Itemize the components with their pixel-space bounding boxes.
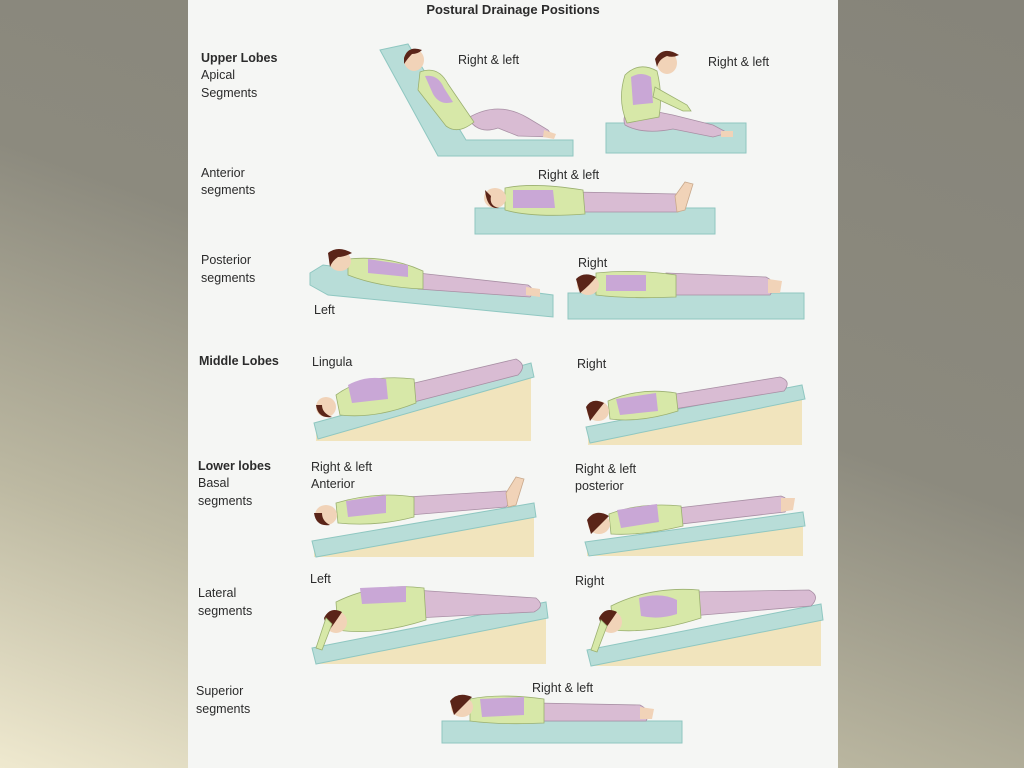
- anterior-supine-figure: [474, 181, 716, 235]
- page-title: Postural Drainage Positions: [426, 2, 600, 17]
- posterior-label-1: Posterior: [201, 253, 252, 267]
- superior-prone-figure: [441, 694, 683, 744]
- fig-basal-anterior-label-2: Anterior: [311, 477, 355, 491]
- lingula-figure: [313, 358, 535, 441]
- fig-apical-1-label: Right & left: [458, 53, 520, 67]
- apical-reclining-figure: [379, 43, 574, 157]
- fig-apical-2-label: Right & left: [708, 55, 770, 69]
- basal-label-2: segments: [198, 494, 253, 508]
- fig-basal-posterior-label-2: posterior: [575, 479, 624, 493]
- posterior-label-2: segments: [201, 271, 256, 285]
- lower-lobes-heading: Lower lobes: [198, 459, 271, 473]
- upper-lobes-heading: Upper Lobes: [201, 51, 278, 65]
- apical-label-2: Segments: [201, 86, 258, 100]
- anterior-label-1: Anterior: [201, 166, 245, 180]
- posterior-right-figure: [567, 271, 805, 320]
- lateral-label-2: segments: [198, 604, 253, 618]
- fig-posterior-left-label: Left: [314, 303, 335, 317]
- fig-basal-posterior-label-1: Right & left: [575, 462, 637, 476]
- fig-lateral-left-label: Left: [310, 572, 331, 586]
- superior-label-1: Superior: [196, 684, 244, 698]
- lateral-label-1: Lateral: [198, 586, 237, 600]
- fig-basal-anterior-label-1: Right & left: [311, 460, 373, 474]
- middle-right-figure: [585, 376, 806, 445]
- posterior-left-figure: [309, 249, 554, 318]
- anterior-label-2: segments: [201, 183, 256, 197]
- fig-lateral-right-label: Right: [575, 574, 605, 588]
- fig-lingula-label: Lingula: [312, 355, 353, 369]
- basal-label-1: Basal: [198, 476, 230, 490]
- fig-posterior-right-label: Right: [578, 256, 608, 270]
- superior-label-2: segments: [196, 702, 251, 716]
- middle-lobes-heading: Middle Lobes: [199, 354, 279, 368]
- lateral-left-figure: [311, 586, 549, 665]
- basal-posterior-figure: [584, 495, 806, 557]
- apical-label-1: Apical: [201, 68, 236, 82]
- fig-anterior-label: Right & left: [538, 168, 600, 182]
- fig-middle-right-label: Right: [577, 357, 607, 371]
- apical-sitting-figure: [605, 50, 747, 154]
- fig-superior-label: Right & left: [532, 681, 594, 695]
- lateral-right-figure: [586, 588, 824, 667]
- basal-anterior-figure: [311, 476, 537, 558]
- diagram-page: Postural Drainage Positions Upper Lobes …: [188, 0, 838, 768]
